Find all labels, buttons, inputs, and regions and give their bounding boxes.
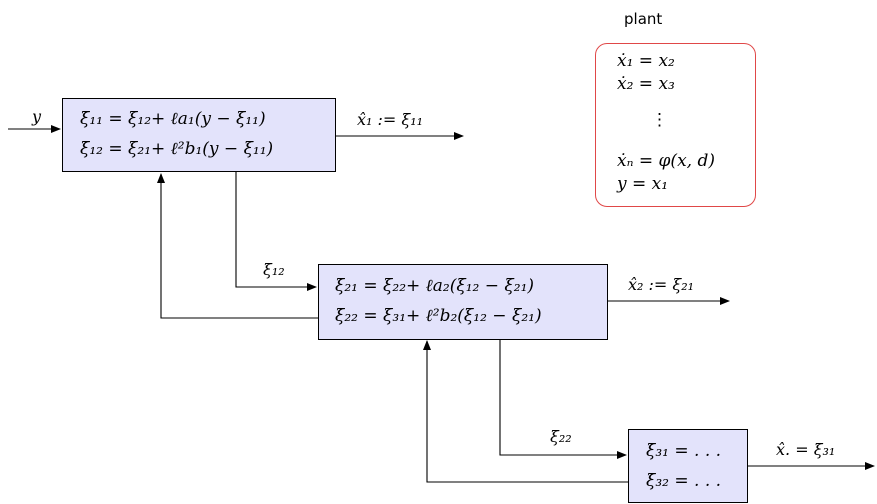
stage-1-block [62, 98, 336, 172]
plant-eq-4: y = x₁ [617, 174, 669, 194]
plant-eq-3: ẋₙ = φ(x, d) [617, 151, 715, 171]
stage-2-eq-2: ξ̇₂₂ = ξ₃₁+ ℓ²b₂(ξ₁₂ − ξ₂₁) [335, 306, 542, 326]
stage-2-output-label: x̂₂ := ξ₂₁ [628, 275, 695, 294]
feedback-arrow-32 [423, 340, 628, 483]
feedback-arrow-21 [157, 173, 318, 319]
plant-title: plant [624, 10, 663, 28]
plant-eq-2: ẋ₂ = x₃ [617, 74, 675, 94]
plant-eq-vdots: ⋮ [651, 110, 668, 130]
plant-box [595, 43, 756, 207]
plant-eq-1: ẋ₁ = x₂ [617, 51, 675, 71]
stage-1-output-label: x̂₁ := ξ₁₁ [357, 110, 424, 129]
stage-1-eq-1: ξ̇₁₁ = ξ₁₂+ ℓa₁(y − ξ₁₁) [80, 109, 266, 129]
stage-1-eq-2: ξ̇₁₂ = ξ₂₁+ ℓ²b₁(y − ξ₁₁) [80, 139, 274, 159]
link-12-label: ξ₁₂ [263, 260, 285, 279]
link-22-label: ξ₂₂ [550, 427, 572, 446]
stage-3-eq-2: ξ̇₃₂ = . . . [646, 471, 722, 491]
stage-3-eq-1: ξ̇₃₁ = . . . [646, 441, 722, 461]
stage-3-block [628, 429, 748, 503]
stage-2-block [318, 264, 608, 340]
stage-3-output-label: x̂. = ξ₃₁ [776, 440, 836, 459]
stage-2-eq-1: ξ̇₂₁ = ξ₂₂+ ℓa₂(ξ₁₂ − ξ₂₁) [335, 276, 535, 296]
link-arrow-22 [499, 340, 627, 459]
input-label: y [32, 107, 42, 126]
link-arrow-12 [235, 172, 317, 291]
